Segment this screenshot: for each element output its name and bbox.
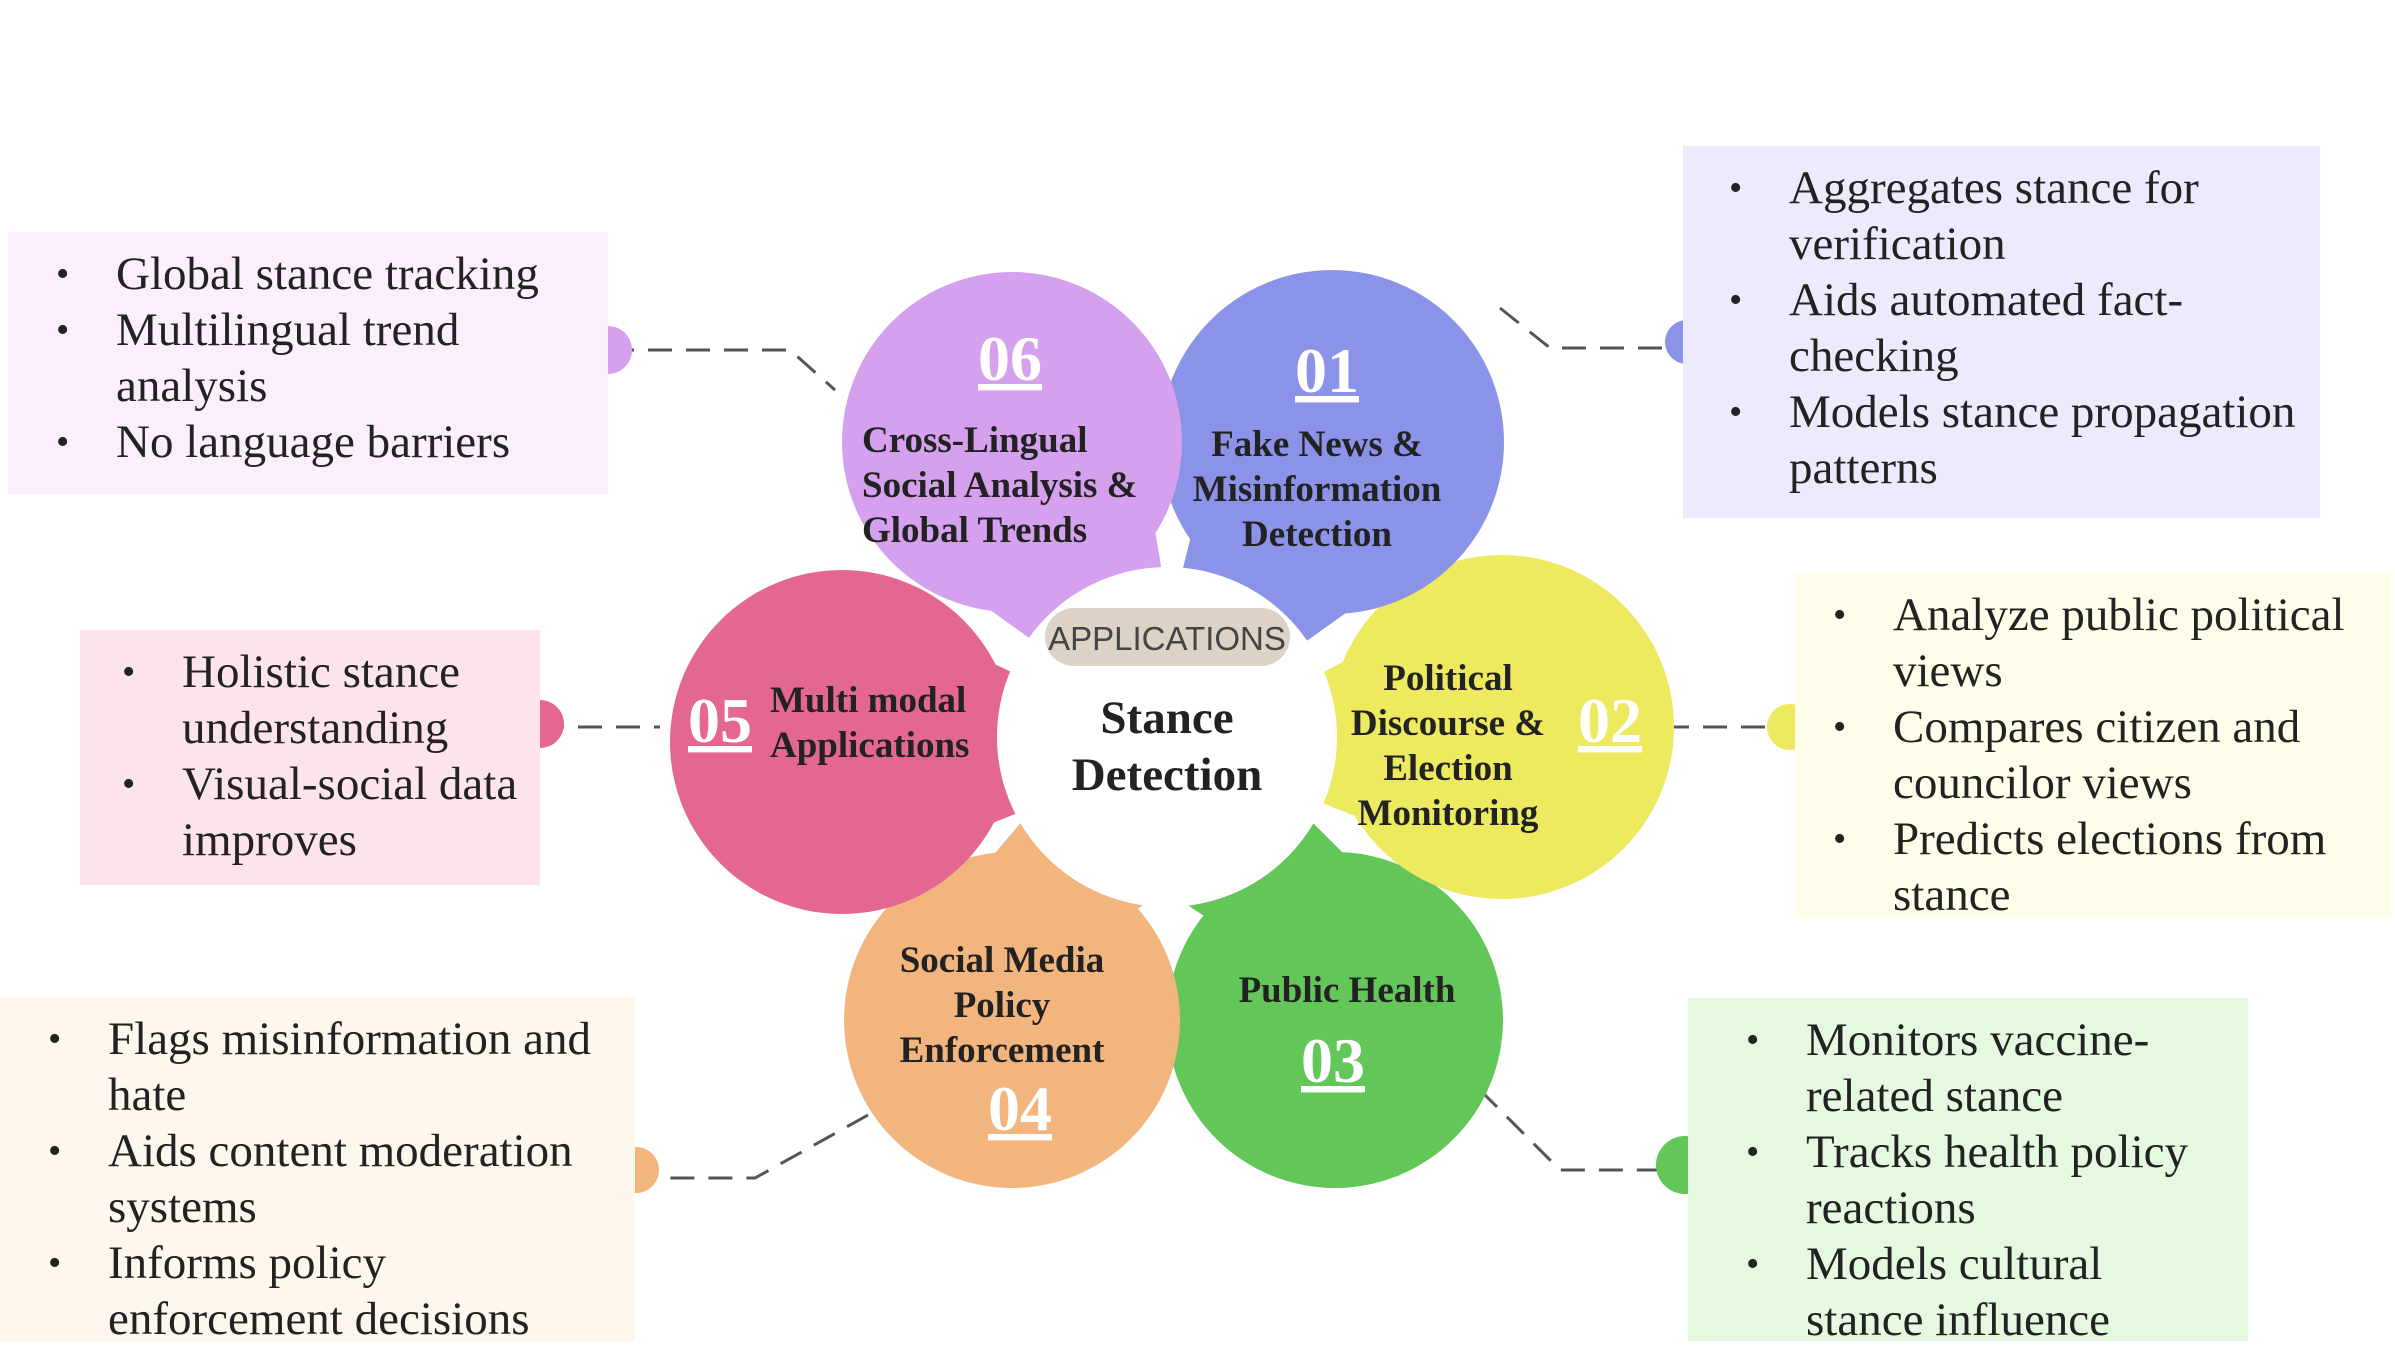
box-04: Flags misinformation and hate Aids conte… bbox=[0, 997, 635, 1345]
connector-06 bbox=[610, 348, 836, 392]
box-02: Analyze public political views Compares … bbox=[1795, 573, 2390, 921]
box-01-item-2: Aids automated fact-checking bbox=[1729, 272, 2302, 384]
box-06: Global stance tracking Multilingual tren… bbox=[8, 232, 608, 494]
petal-number-05: 05 bbox=[688, 685, 752, 756]
petal-number-06: 06 bbox=[978, 323, 1042, 394]
connector-04 bbox=[630, 1113, 869, 1180]
petal-label-01-line3: Detection bbox=[1242, 514, 1392, 555]
box-06-item-1: Global stance tracking bbox=[56, 246, 590, 302]
box-02-item-2: Compares citizen and councilor views bbox=[1833, 699, 2372, 811]
box-05-item-2: Visual-social data improves bbox=[122, 756, 522, 868]
box-02-item-1: Analyze public political views bbox=[1833, 587, 2372, 699]
box-06-item-3: No language barriers bbox=[56, 414, 590, 470]
box-04-item-3: Informs policy enforcement decisions bbox=[48, 1235, 617, 1347]
petal-label-03-line1: Public Health bbox=[1239, 970, 1456, 1011]
box-04-item-1: Flags misinformation and hate bbox=[48, 1011, 617, 1123]
box-01-item-3: Models stance propagation patterns bbox=[1729, 384, 2302, 496]
petal-label-05-line1: Multi modal bbox=[770, 680, 966, 721]
petal-label-04-line3: Enforcement bbox=[900, 1030, 1105, 1071]
box-03-item-2: Tracks health policy reactions bbox=[1746, 1124, 2230, 1236]
petal-label-02-line3: Election bbox=[1383, 748, 1513, 789]
petal-label-04-line2: Policy bbox=[954, 985, 1051, 1026]
connector-03 bbox=[1478, 1088, 1685, 1172]
box-03-item-3: Models cultural stance influence bbox=[1746, 1236, 2230, 1348]
petal-label-02-line4: Monitoring bbox=[1358, 793, 1539, 834]
box-01-item-1: Aggregates stance for verification bbox=[1729, 160, 2302, 272]
petal-label-05-line2: Applications bbox=[770, 725, 969, 766]
center-tag: APPLICATIONS bbox=[1048, 620, 1286, 657]
petal-number-01: 01 bbox=[1295, 335, 1359, 406]
box-03: Monitors vaccine-related stance Tracks h… bbox=[1688, 998, 2248, 1346]
box-02-item-3: Predicts elections from stance bbox=[1833, 811, 2372, 923]
petal-number-04: 04 bbox=[988, 1073, 1052, 1144]
center-title-line1: Stance bbox=[1100, 692, 1233, 744]
petal-label-02-line1: Political bbox=[1383, 658, 1512, 699]
petal-label-06-line3: Global Trends bbox=[862, 510, 1087, 551]
box-06-item-2: Multilingual trend analysis bbox=[56, 302, 590, 414]
petal-label-01-line1: Fake News & bbox=[1211, 424, 1423, 465]
box-01: Aggregates stance for verification Aids … bbox=[1683, 146, 2320, 518]
box-05-item-1: Holistic stance understanding bbox=[122, 644, 522, 756]
center-title-line2: Detection bbox=[1072, 749, 1263, 801]
petal-number-03: 03 bbox=[1301, 1025, 1365, 1096]
petal-label-04-line1: Social Media bbox=[900, 940, 1105, 981]
petal-label-02-line2: Discourse & bbox=[1351, 703, 1545, 744]
box-05: Holistic stance understanding Visual-soc… bbox=[80, 630, 540, 885]
petal-number-02: 02 bbox=[1578, 685, 1642, 756]
connector-01 bbox=[1499, 306, 1687, 350]
petal-label-06-line1: Cross-Lingual bbox=[862, 420, 1088, 461]
box-04-item-2: Aids content moderation systems bbox=[48, 1123, 617, 1235]
center-tag-bg bbox=[1045, 608, 1290, 666]
box-03-item-1: Monitors vaccine-related stance bbox=[1746, 1012, 2230, 1124]
petal-label-06-line2: Social Analysis & bbox=[862, 465, 1138, 506]
petal-label-01-line2: Misinformation bbox=[1193, 469, 1442, 510]
